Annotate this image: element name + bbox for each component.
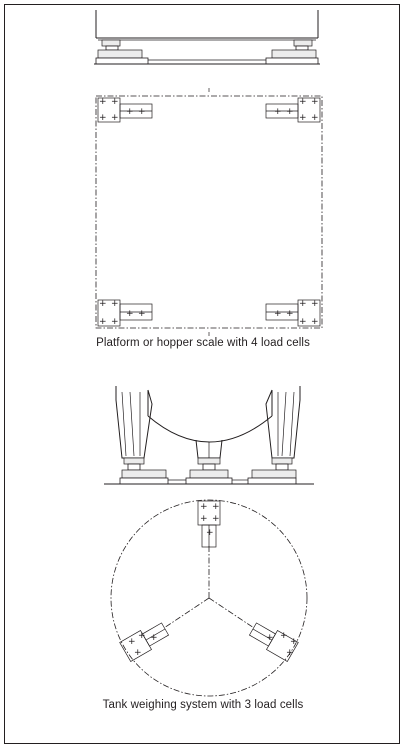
tank-side-view [104, 386, 314, 485]
cell-plus-mark: + [311, 97, 319, 107]
cell-plus-mark: + [274, 107, 282, 117]
cell-plus-mark: + [286, 107, 294, 117]
cell-plus-mark: + [126, 309, 134, 319]
load-cell-tank-lower-right [248, 622, 299, 663]
load-cell-bottom-right [265, 299, 321, 327]
cell-plus-mark: + [286, 648, 294, 658]
cell-plus-mark: + [290, 637, 298, 647]
cell-plus-mark: + [286, 309, 294, 319]
cell-plus-mark: + [111, 97, 119, 107]
cell-plus-mark: + [299, 97, 307, 107]
cell-plus-mark: + [266, 633, 274, 643]
cell-plus-mark: + [299, 299, 307, 309]
load-cell-bottom-left [97, 299, 153, 327]
cell-plus-mark: + [138, 107, 146, 117]
cell-plus-mark: + [111, 113, 119, 123]
cell-plus-mark: + [138, 309, 146, 319]
caption-tank-weighing: Tank weighing system with 3 load cells [102, 699, 304, 711]
cell-plus-mark: + [274, 309, 282, 319]
load-cell-tank-lower-left [119, 622, 170, 663]
platform-side-view [94, 10, 320, 65]
cell-plus-mark: + [212, 502, 220, 512]
cell-plus-mark: + [99, 299, 107, 309]
cell-plus-mark: + [99, 97, 107, 107]
cell-plus-mark: + [99, 317, 107, 327]
platform-top-view: + + + + + + + + + + + + + + + + + + + + + + + + [95, 88, 323, 336]
cell-plus-mark: + [200, 502, 208, 512]
cell-plus-mark: + [128, 637, 136, 647]
cell-plus-mark: + [299, 113, 307, 123]
cell-plus-mark: + [150, 633, 158, 643]
cell-plus-mark: + [138, 631, 146, 641]
cell-plus-mark: + [111, 299, 119, 309]
cell-plus-mark: + [311, 317, 319, 327]
cell-plus-mark: + [134, 648, 142, 658]
cell-plus-mark: + [111, 317, 119, 327]
cell-plus-mark: + [206, 528, 214, 538]
tank-top-view: +++++++++++++ [110, 499, 308, 697]
cell-plus-mark: + [99, 113, 107, 123]
cell-plus-mark: + [200, 514, 208, 524]
cell-plus-mark: + [126, 107, 134, 117]
cell-plus-mark: + [311, 113, 319, 123]
cell-plus-mark: + [212, 514, 220, 524]
load-cell-top-right [265, 97, 321, 123]
cell-plus-mark: + [280, 631, 288, 641]
load-cell-tank-top [197, 500, 221, 548]
cell-plus-mark: + [311, 299, 319, 309]
caption-platform-scale: Platform or hopper scale with 4 load cel… [96, 337, 310, 349]
figure-frame [4, 4, 400, 744]
load-cell-top-left [97, 97, 153, 123]
cell-plus-mark: + [299, 317, 307, 327]
